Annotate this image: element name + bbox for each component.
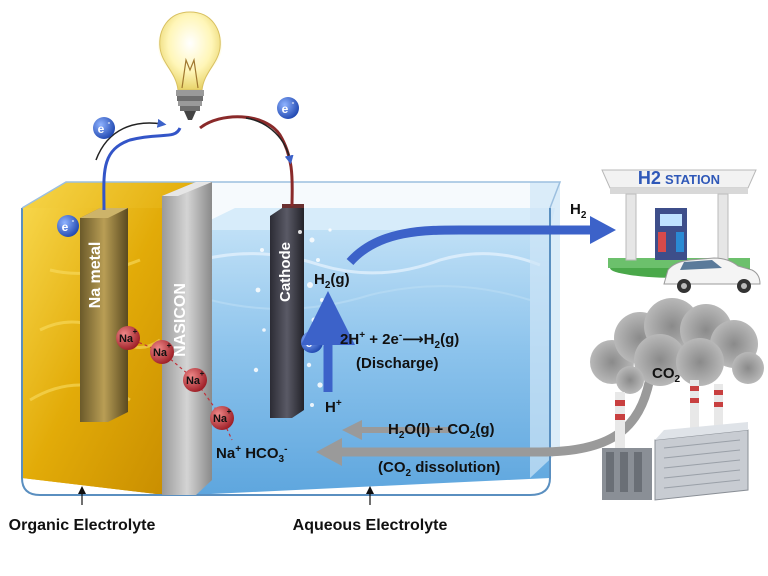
bicarbonate-label: Na+ HCO3-	[216, 444, 287, 465]
co2-dissolution-arrow	[340, 377, 655, 457]
svg-text:Na: Na	[119, 333, 134, 345]
nasicon-label: NASICON	[172, 283, 189, 357]
co2-dissolution-note: (CO2 dissolution)	[378, 459, 500, 479]
svg-text:-: -	[316, 332, 319, 341]
electron-particle: e -	[93, 117, 115, 139]
na-ion: Na +	[183, 368, 207, 392]
proton-label: H+	[325, 398, 342, 416]
nasicon-separator	[162, 182, 212, 495]
cathode-electrode: Cathode	[270, 204, 304, 418]
svg-text:e: e	[62, 220, 69, 234]
na-metal-label: Na metal	[87, 242, 104, 309]
svg-text:Na: Na	[213, 413, 228, 425]
organic-electrolyte-label: Organic Electrolyte	[9, 517, 156, 534]
svg-text:Na: Na	[186, 375, 201, 387]
co2-dissolution-reaction: H2O(l) + CO2(g)	[388, 421, 495, 441]
svg-text:+: +	[200, 369, 205, 378]
svg-text:-: -	[72, 216, 75, 225]
cathode-label: Cathode	[277, 242, 294, 302]
hydrogen-output-arrow	[346, 225, 592, 266]
na-ion: Na +	[210, 406, 234, 430]
electron-particle: e -	[301, 331, 323, 353]
svg-text:e: e	[282, 102, 289, 116]
svg-text:+: +	[227, 407, 232, 416]
svg-text:+: +	[133, 327, 138, 336]
na-ion: Na +	[150, 340, 174, 364]
svg-text:e: e	[306, 336, 313, 350]
electron-particle: e -	[57, 215, 79, 237]
svg-text:-: -	[292, 98, 295, 107]
electron-flow-left-arrow	[95, 118, 167, 161]
co2-label: CO2	[652, 365, 681, 385]
car-icon	[663, 257, 761, 293]
svg-text:+: +	[167, 341, 172, 350]
factory-icon	[602, 380, 749, 501]
svg-text:Na: Na	[153, 347, 168, 359]
aqueous-electrolyte-label: Aqueous Electrolyte	[293, 517, 448, 534]
discharge-label: (Discharge)	[356, 355, 439, 372]
discharge-reaction: 2H+ + 2e-⟶H2(g)	[340, 330, 459, 351]
na-metal-electrode: Na metal	[80, 208, 128, 422]
smoke-cloud-icon	[590, 298, 764, 394]
electron-flow-right-arrow	[245, 117, 294, 165]
electron-particle: e -	[277, 97, 299, 119]
anode-wire	[102, 127, 182, 211]
cathode-wire	[199, 115, 294, 207]
light-bulb-icon	[158, 11, 222, 120]
na-ion: Na +	[116, 326, 140, 350]
svg-text:e: e	[98, 122, 105, 136]
hydrogen-output-label: H2	[570, 201, 587, 221]
svg-text:-: -	[108, 118, 111, 127]
h2-gas-label: H2(g)	[314, 271, 350, 291]
